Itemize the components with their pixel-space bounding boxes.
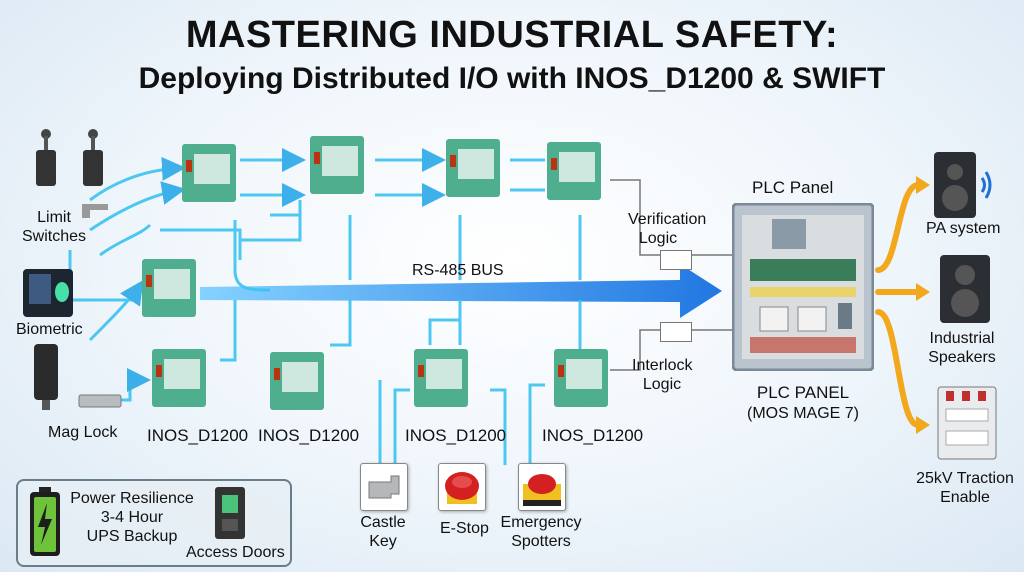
io-module-icon xyxy=(180,140,238,204)
access-door-reader-icon xyxy=(213,485,247,541)
io-module-icon xyxy=(308,132,366,196)
verification-logic-block xyxy=(660,250,692,270)
battery-icon xyxy=(28,487,62,559)
limit-switch-icon xyxy=(80,128,106,188)
estop-label: E-Stop xyxy=(440,520,489,537)
plc-panel-icon xyxy=(731,202,875,372)
plc-model-label: (MOS MAGE 7) xyxy=(746,405,859,422)
limit-switch-icon xyxy=(33,128,59,188)
industrial-speaker-icon xyxy=(938,253,992,325)
io-module-icon xyxy=(444,135,502,199)
subtitle: Deploying Distributed I/O with INOS_D120… xyxy=(138,62,886,95)
logic-wires xyxy=(610,179,735,371)
mag-lock-sensor-icon xyxy=(32,342,60,412)
io-module-icon xyxy=(552,345,610,409)
bus-label: RS-485 BUS xyxy=(412,262,504,279)
io-module-icon xyxy=(150,345,208,409)
io-module-icon xyxy=(545,138,603,202)
emergency-button-icon xyxy=(518,463,566,511)
mag-lock-icon xyxy=(78,392,122,410)
verification-logic-label: Verification Logic xyxy=(628,211,707,247)
module-label-1: INOS_D1200 xyxy=(147,426,249,445)
interlock-logic-label: Interlock Logic xyxy=(632,357,693,393)
output-arrows xyxy=(875,182,921,428)
io-module-icon xyxy=(268,348,326,412)
module-label-3: INOS_D1200 xyxy=(405,426,507,445)
bracket-icon xyxy=(80,200,110,220)
interlock-logic-block xyxy=(660,322,692,342)
module-label-4: INOS_D1200 xyxy=(542,426,644,445)
main-title: MASTERING INDUSTRIAL SAFETY: xyxy=(185,14,839,56)
traction-enable-label: 25kV Traction Enable xyxy=(916,470,1014,506)
access-doors-label: Access Doors xyxy=(186,544,285,561)
plc-panel-title: PLC Panel xyxy=(752,178,834,197)
module-label-2: INOS_D1200 xyxy=(258,426,360,445)
power-resilience-panel: Power Resilience 3-4 Hour UPS Backup Acc… xyxy=(16,479,292,567)
pa-speaker-icon xyxy=(932,150,992,220)
power-resilience-label: Power Resilience 3-4 Hour UPS Backup xyxy=(70,490,194,545)
io-wires xyxy=(68,148,582,470)
castle-key-icon xyxy=(360,463,408,511)
io-module-icon xyxy=(140,255,198,319)
castle-key-label: Castle Key xyxy=(360,514,406,550)
estop-button-icon xyxy=(438,463,486,511)
pa-system-label: PA system xyxy=(926,220,1001,237)
limit-switches-label: Limit Switches xyxy=(21,209,87,245)
output-arrowheads xyxy=(916,176,930,434)
biometric-scanner-icon xyxy=(22,268,74,318)
industrial-speakers-label: Industrial Speakers xyxy=(928,330,996,366)
traction-contactor-icon xyxy=(936,385,998,461)
biometric-label: Biometric xyxy=(16,321,83,338)
plc-panel-label: PLC PANEL xyxy=(756,383,850,402)
io-module-icon xyxy=(412,345,470,409)
mag-lock-label: Mag Lock xyxy=(48,424,118,441)
rs485-bus-arrow xyxy=(200,264,722,318)
emergency-spotters-label: Emergency Spotters xyxy=(500,514,582,550)
